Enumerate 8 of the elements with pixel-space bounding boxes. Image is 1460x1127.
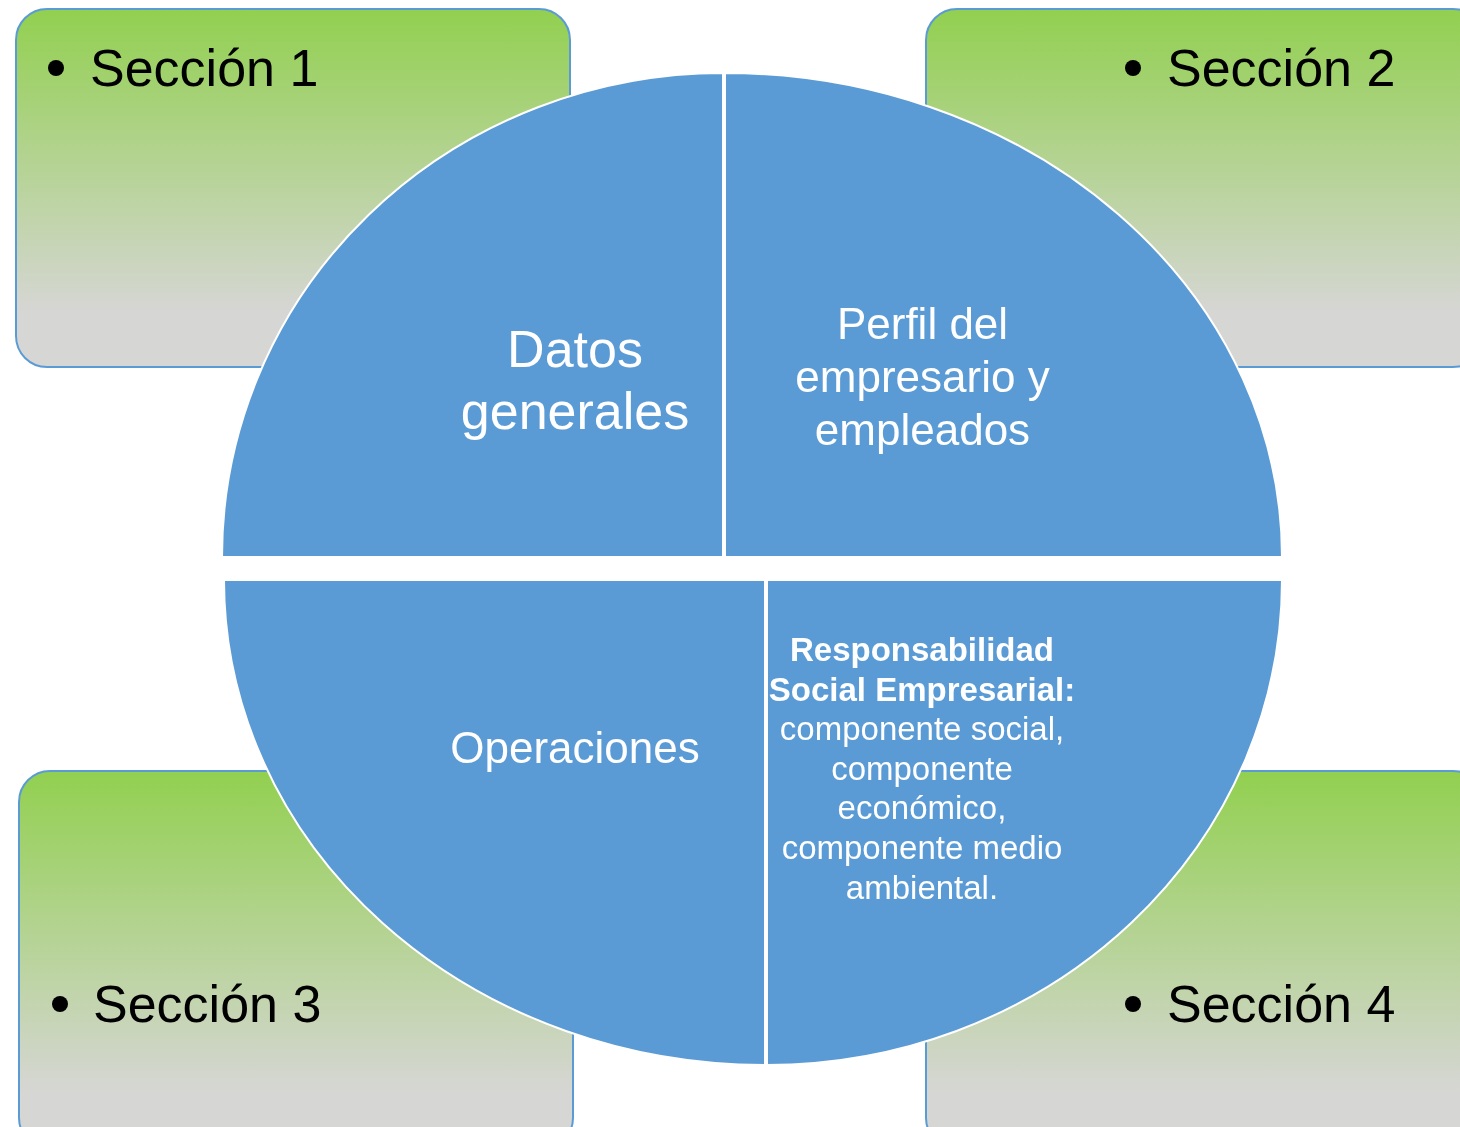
segment-label: Operaciones	[449, 722, 701, 774]
section-label: Sección 3	[93, 978, 322, 1030]
section-label: Sección 1	[90, 42, 319, 94]
segment-label: Perfil del empresario y empleados	[794, 298, 1051, 456]
segment-label: Datos generales	[459, 319, 691, 443]
section-label: Sección 4	[1167, 978, 1396, 1030]
section-label: Sección 2	[1167, 42, 1396, 94]
segment-label: Responsabilidad Social Empresarial: componente social, componente económico, componente medio ambiental.	[767, 630, 1077, 908]
